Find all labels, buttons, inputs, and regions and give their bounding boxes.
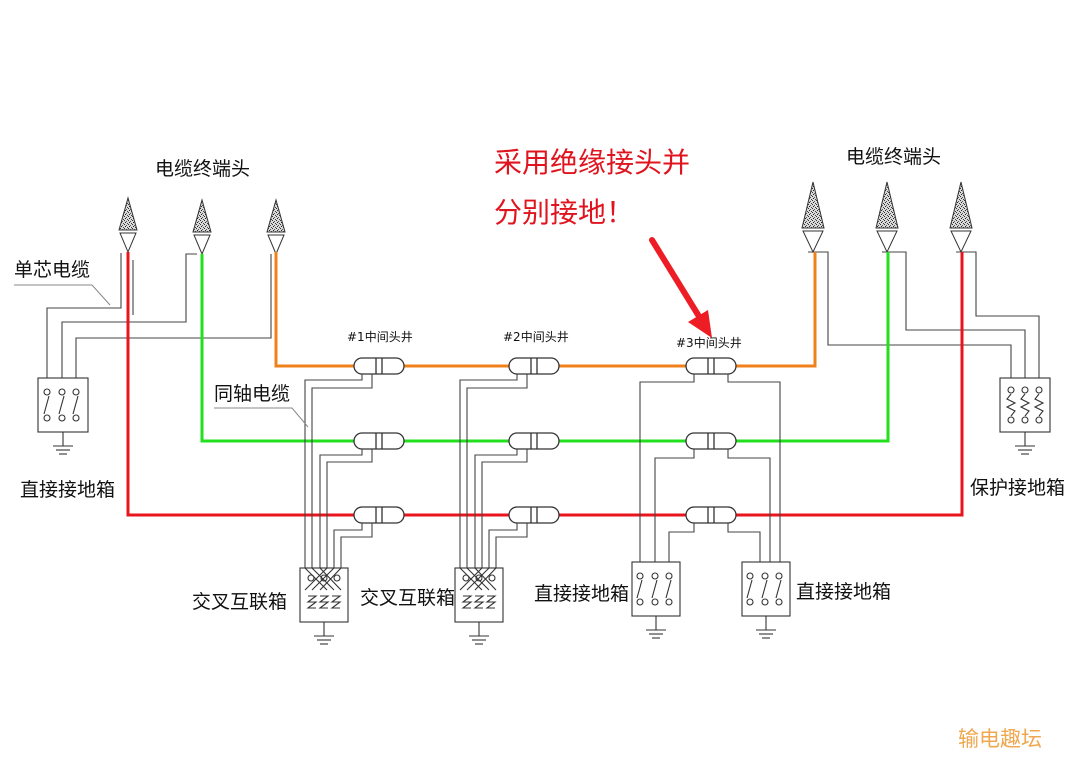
red-arrow-icon bbox=[649, 237, 712, 338]
annotation-line-1: 采用绝缘接头并 bbox=[494, 146, 690, 179]
joint-pit3-phase-orange bbox=[685, 357, 737, 375]
cable-terminal-right-2 bbox=[875, 181, 899, 254]
cable-terminal-right-1 bbox=[801, 181, 825, 254]
joints bbox=[353, 357, 737, 524]
cross-bond-box-1 bbox=[299, 567, 349, 645]
cable-terminal-left-2 bbox=[192, 198, 212, 256]
label-single-core-cable: 单芯电缆 bbox=[14, 259, 90, 281]
direct-ground-box-3a bbox=[631, 561, 681, 639]
label-cross-bond-box-2: 交叉互联箱 bbox=[360, 587, 455, 609]
joint-pit3-phase-red bbox=[685, 506, 737, 524]
label-cross-bond-box-1: 交叉互联箱 bbox=[192, 591, 287, 613]
label-terminal-right: 电缆终端头 bbox=[846, 146, 941, 168]
joint-pit2-phase-green bbox=[508, 432, 560, 450]
joint-pit2-phase-red bbox=[508, 506, 560, 524]
label-protective-ground-box: 保护接地箱 bbox=[970, 477, 1065, 499]
label-joint-pit-3: #3中间头井 bbox=[676, 335, 742, 350]
watermark-text: 输电趣坛 bbox=[958, 727, 1042, 751]
direct-ground-box-left bbox=[37, 377, 89, 455]
cable-terminal-left-3 bbox=[266, 198, 286, 256]
joint-pit1-phase-green bbox=[353, 432, 405, 450]
leader-lines bbox=[14, 284, 309, 428]
annotation-line-2: 分别接地！ bbox=[494, 196, 634, 229]
cable-terminal-left-1 bbox=[118, 196, 138, 254]
joint-pit1-phase-orange bbox=[353, 357, 405, 375]
label-direct-ground-box-left: 直接接地箱 bbox=[20, 479, 115, 501]
joint-pit3-phase-green bbox=[685, 432, 737, 450]
pit3-leads bbox=[639, 374, 781, 562]
label-joint-pit-2: #2中间头井 bbox=[503, 329, 569, 344]
cross-bond-box-2 bbox=[454, 567, 504, 645]
label-coaxial-cable: 同轴电缆 bbox=[214, 383, 290, 405]
right-sheath-leads bbox=[808, 251, 1040, 378]
cable-terminal-right-3 bbox=[949, 181, 973, 254]
label-joint-pit-1: #1中间头井 bbox=[347, 329, 413, 344]
pit1-coaxial-leads bbox=[304, 374, 373, 568]
left-sheath-leads bbox=[46, 253, 272, 378]
protective-ground-box bbox=[999, 377, 1051, 455]
joint-pit1-phase-red bbox=[353, 506, 405, 524]
label-direct-ground-box-3b: 直接接地箱 bbox=[796, 581, 891, 603]
direct-ground-box-3b bbox=[741, 561, 791, 639]
label-terminal-left: 电缆终端头 bbox=[155, 158, 250, 180]
pit2-coaxial-leads bbox=[459, 374, 528, 568]
joint-pit2-phase-orange bbox=[508, 357, 560, 375]
label-direct-ground-box-3a: 直接接地箱 bbox=[534, 583, 629, 605]
